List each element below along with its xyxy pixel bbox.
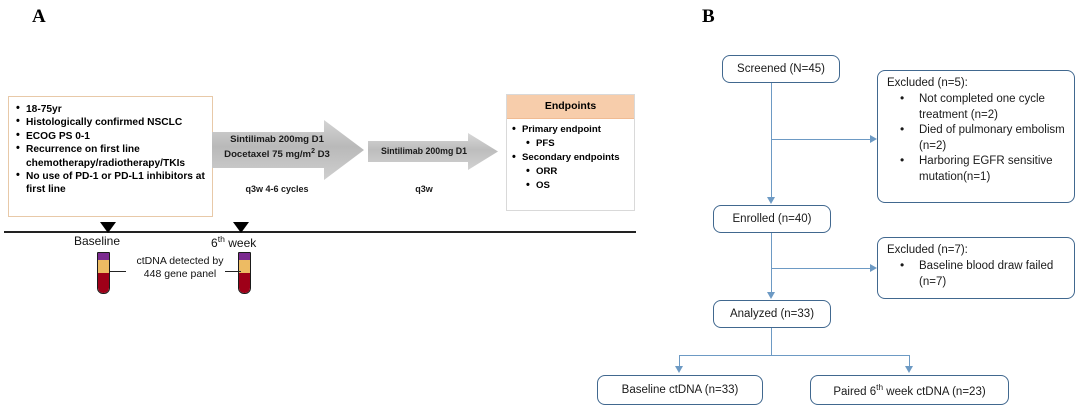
tube-blood [98, 273, 109, 293]
ctdna-caption: ctDNA detected by 448 gene panel [120, 255, 240, 281]
tube-cap [239, 253, 250, 260]
treatment-arrow-1-schedule: q3w 4-6 cycles [245, 184, 309, 194]
criteria-item: Histologically confirmed NSCLC [15, 115, 208, 129]
flow-box-screened: Screened (N=45) [722, 55, 840, 83]
panel-a-label: A [32, 6, 46, 27]
treatment-arrow-1-icon [212, 120, 364, 180]
ctdna-connector-left [110, 271, 126, 272]
arrowhead-enrolled-icon [767, 197, 775, 204]
ctdna-caption-line1: ctDNA detected by [136, 255, 224, 267]
connector-enrolled-to-analyzed [771, 233, 773, 293]
flow-box-enrolled: Enrolled (n=40) [713, 205, 831, 233]
treatment-arrow-2-label: Sintilimab 200mg D1 [380, 146, 468, 156]
connector-split-left [679, 355, 681, 367]
endpoints-box: Endpoints Primary endpoint PFS Secondary… [506, 94, 635, 211]
flow-box-excluded-2: Excluded (n=7): Baseline blood draw fail… [877, 237, 1075, 299]
excluded-2-title: Excluded (n=7): [887, 244, 968, 256]
eligibility-criteria-box: 18-75yr Histologically confirmed NSCLC E… [8, 96, 213, 217]
flow-box-paired-ctdna: Paired 6th week ctDNA (n=23) [810, 375, 1009, 405]
endpoint-item: Secondary endpoints [512, 150, 631, 165]
endpoint-item: OS [512, 178, 631, 193]
arrowhead-paired-ctdna-icon [905, 366, 913, 373]
criteria-item: ECOG PS 0-1 [15, 129, 208, 143]
timeline-marker-week6-icon [233, 222, 249, 233]
connector-screened-to-enrolled [771, 83, 773, 198]
ctdna-connector-right [225, 271, 241, 272]
excluded-2-item: Baseline blood draw failed (n=7) [887, 258, 1067, 290]
tube-plasma [98, 260, 109, 273]
excluded-1-list: Not completed one cycle treatment (n=2) … [887, 91, 1067, 185]
flow-box-baseline-ctdna: Baseline ctDNA (n=33) [597, 375, 763, 405]
criteria-item: No use of PD-1 or PD-L1 inhibitors at fi… [15, 169, 208, 197]
blood-tube-baseline-icon [97, 252, 110, 294]
panel-b-label: B [702, 6, 715, 27]
treatment-arrow-1-label: Sintilimab 200mg D1 Docetaxel 75 mg/m2 D… [212, 134, 342, 161]
connector-to-excluded-1 [771, 139, 871, 141]
excluded-1-title: Excluded (n=5): [887, 77, 968, 89]
arrowhead-excluded-2-icon [870, 264, 877, 272]
flow-box-excluded-1: Excluded (n=5): Not completed one cycle … [877, 70, 1075, 203]
treatment-arrow-2-schedule: q3w [415, 184, 433, 194]
arrowhead-analyzed-icon [767, 292, 775, 299]
excluded-1-item: Harboring EGFR sensitive mutation(n=1) [887, 153, 1067, 185]
endpoints-list: Primary endpoint PFS Secondary endpoints… [512, 122, 631, 193]
connector-analyzed-down [771, 328, 773, 356]
eligibility-criteria-list: 18-75yr Histologically confirmed NSCLC E… [15, 102, 208, 197]
timeline-label-baseline: Baseline [74, 234, 121, 248]
arrow1-line1: Sintilimab 200mg D1 [230, 134, 324, 145]
endpoints-header: Endpoints [507, 95, 634, 119]
ctdna-caption-line2: 448 gene panel [143, 268, 217, 280]
excluded-2-list: Baseline blood draw failed (n=7) [887, 258, 1067, 290]
endpoint-item: PFS [512, 136, 631, 151]
timeline-axis [4, 231, 636, 233]
blood-tube-week6-icon [238, 252, 251, 294]
connector-split-right [909, 355, 911, 367]
criteria-item: 18-75yr [15, 102, 208, 116]
tube-cap [98, 253, 109, 260]
excluded-1-item: Not completed one cycle treatment (n=2) [887, 91, 1067, 123]
timeline-marker-baseline-icon [100, 222, 116, 233]
connector-to-excluded-2 [771, 268, 871, 270]
endpoints-body: Primary endpoint PFS Secondary endpoints… [507, 119, 634, 196]
arrow1-line2: Docetaxel 75 mg/m2 D3 [224, 148, 330, 161]
endpoint-item: ORR [512, 164, 631, 179]
excluded-1-item: Died of pulmonary embolism (n=2) [887, 122, 1067, 154]
treatment-arrow-2-icon [368, 133, 498, 170]
flow-box-analyzed: Analyzed (n=33) [713, 300, 831, 328]
timeline-label-week6: 6th week [211, 234, 257, 250]
tube-plasma [239, 260, 250, 273]
tube-blood [239, 273, 250, 293]
criteria-item: Recurrence on first line chemotherapy/ra… [15, 142, 208, 170]
arrowhead-excluded-1-icon [870, 135, 877, 143]
endpoint-item: Primary endpoint [512, 122, 631, 137]
connector-split-horizontal [679, 355, 910, 357]
arrowhead-baseline-ctdna-icon [675, 366, 683, 373]
